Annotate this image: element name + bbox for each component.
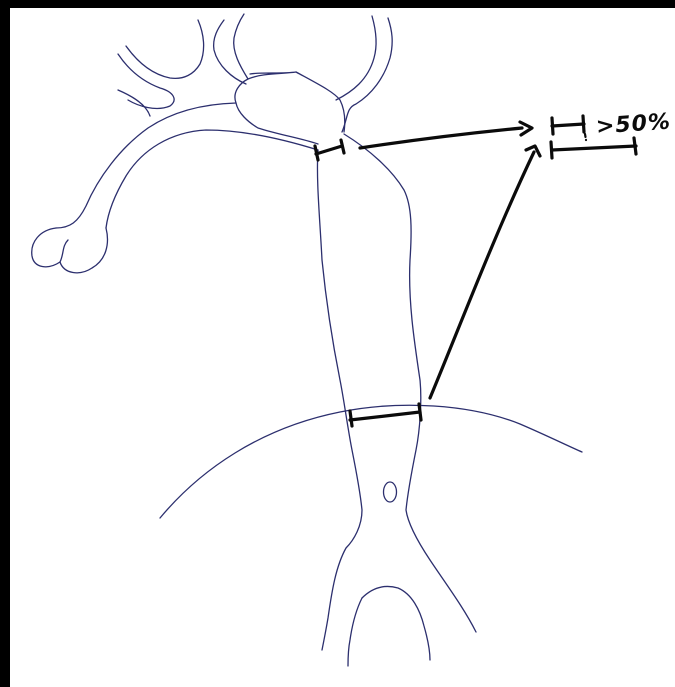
paper-background — [10, 8, 675, 687]
stenosis-percent-label: >50% — [595, 109, 672, 139]
